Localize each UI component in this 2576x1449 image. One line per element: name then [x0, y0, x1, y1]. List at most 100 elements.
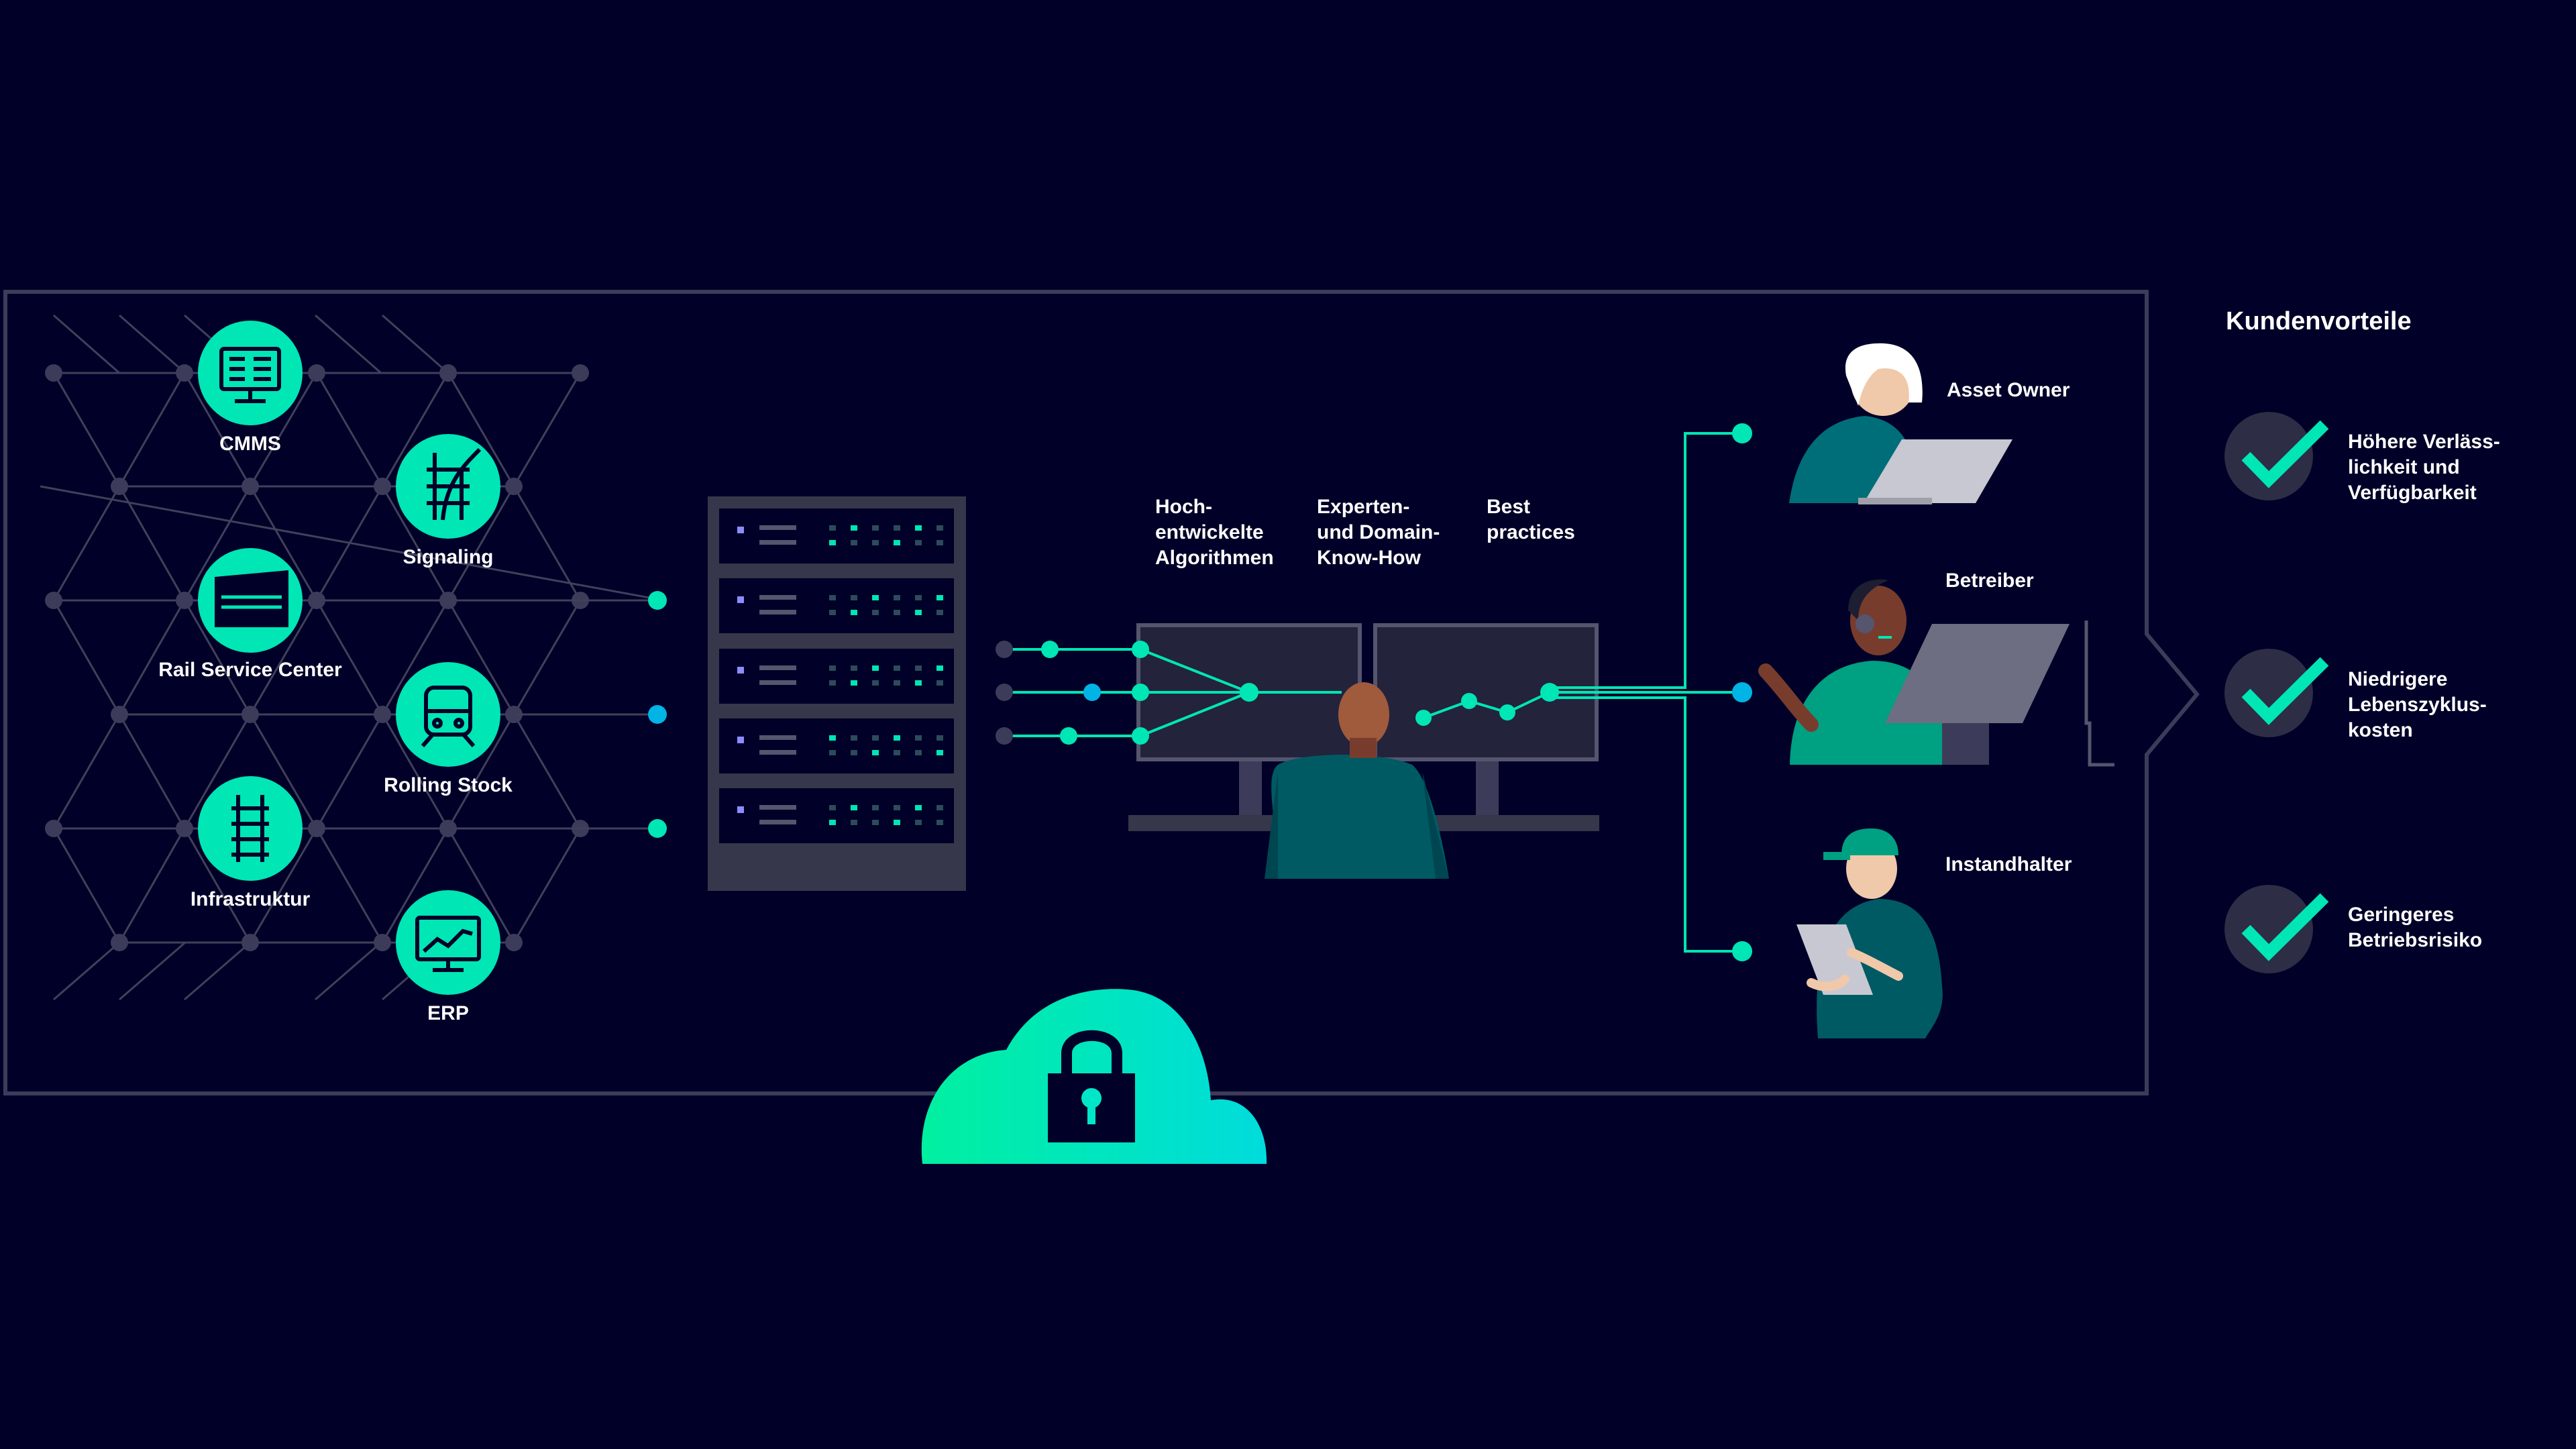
mesh-node — [308, 592, 325, 609]
benefits-title: Kundenvorteile — [2226, 307, 2412, 335]
mesh-line — [52, 486, 121, 601]
mesh-node — [45, 820, 62, 837]
main-frame — [3, 290, 2200, 1095]
analysis-inputs — [1004, 648, 1140, 737]
mesh-line — [513, 600, 582, 715]
mesh-line — [447, 828, 515, 943]
connector-dot — [648, 591, 667, 610]
mesh-node — [439, 592, 457, 609]
label-cmms: CMMS — [219, 433, 281, 455]
mesh-line — [382, 314, 449, 374]
mesh-node — [308, 820, 325, 837]
mesh-node — [241, 478, 259, 495]
mesh-line — [447, 486, 515, 601]
mesh-line — [183, 486, 252, 601]
mesh-line — [381, 486, 449, 601]
mesh-node — [45, 364, 62, 382]
source-rail-service-center — [198, 548, 303, 653]
mesh-line — [315, 486, 384, 601]
label-algorithms: Hoch- entwickelte Algorithmen — [1155, 496, 1274, 569]
rack-unit — [719, 578, 954, 633]
mesh-line — [183, 828, 252, 943]
mesh-line — [53, 314, 120, 374]
mesh-node — [505, 706, 523, 723]
mesh-line — [184, 941, 251, 1001]
mesh-node — [439, 820, 457, 837]
mesh-line — [119, 941, 186, 1001]
label-expertise: Experten- und Domain- Know-How — [1317, 496, 1440, 569]
mesh-line — [381, 372, 449, 487]
instandhalter-figure — [1796, 828, 1943, 1038]
mesh-node — [241, 706, 259, 723]
mesh-line — [315, 714, 384, 829]
mesh-node — [505, 478, 523, 495]
mesh-line — [183, 600, 252, 715]
input-nodes — [996, 641, 1101, 745]
label-signaling: Signaling — [402, 546, 494, 568]
output-lines — [1550, 432, 1742, 953]
output-dot — [1732, 682, 1752, 702]
betreiber-figure — [1758, 579, 2114, 767]
source-signaling — [396, 434, 500, 539]
benefit-check-1 — [2224, 412, 2329, 500]
mesh-line — [52, 828, 121, 943]
benefit-check-2 — [2224, 649, 2329, 737]
rail-switch-icon — [427, 447, 482, 521]
mesh-node — [45, 592, 62, 609]
mesh-node — [176, 820, 193, 837]
mesh-line — [315, 314, 382, 374]
mesh-node — [111, 934, 128, 951]
output-dot — [1732, 941, 1752, 961]
connector-dot — [648, 705, 667, 724]
rack-unit — [719, 718, 954, 773]
mesh-line — [249, 372, 318, 487]
checkmark-icon — [2241, 420, 2329, 488]
mesh-node — [572, 364, 589, 382]
mesh-line — [118, 714, 186, 829]
source-erp — [396, 890, 500, 995]
mesh-line — [447, 714, 515, 829]
mesh-node — [374, 934, 391, 951]
mesh-node — [111, 478, 128, 495]
mesh-line — [52, 372, 121, 487]
connector-dot — [648, 819, 667, 838]
mesh-line — [249, 600, 318, 715]
mesh-line — [119, 314, 186, 374]
track-icon — [231, 795, 269, 862]
mesh-line — [315, 828, 384, 943]
rack-units — [719, 508, 954, 843]
label-betreiber: Betreiber — [1945, 570, 2034, 592]
mesh-line — [52, 600, 121, 715]
label-rail-service-center: Rail Service Center — [158, 659, 342, 681]
mesh-line — [513, 486, 582, 601]
mesh-line — [183, 714, 252, 829]
mesh-node — [176, 592, 193, 609]
benefit-label-2: Niedrigere Lebenszyklus- kosten — [2348, 668, 2487, 741]
mesh-node — [374, 706, 391, 723]
service-center-icon — [215, 570, 288, 627]
data-mesh — [40, 485, 665, 602]
mesh-line — [447, 600, 515, 715]
mesh-line — [381, 714, 449, 829]
source-connectors — [517, 599, 657, 830]
mesh-line — [52, 714, 121, 829]
asset-owner-figure — [1789, 343, 2012, 504]
mesh-line — [249, 714, 318, 829]
checkmark-icon — [2241, 657, 2329, 725]
mesh-node — [308, 364, 325, 382]
source-rolling-stock — [396, 662, 500, 767]
mesh-line — [315, 372, 384, 487]
mesh-line — [513, 372, 582, 487]
mesh-line — [513, 714, 582, 829]
label-best-practices: Best practices — [1487, 496, 1575, 543]
label-rolling-stock: Rolling Stock — [384, 774, 513, 796]
mesh-line — [183, 372, 252, 487]
label-erp: ERP — [427, 1002, 469, 1024]
analyst-person — [1271, 755, 1449, 879]
mesh-line — [249, 486, 318, 601]
mesh-node — [111, 706, 128, 723]
mesh-line — [447, 372, 515, 487]
mesh-line — [381, 828, 449, 943]
algorithm-nodes — [1132, 641, 1258, 745]
mesh-line — [118, 486, 186, 601]
